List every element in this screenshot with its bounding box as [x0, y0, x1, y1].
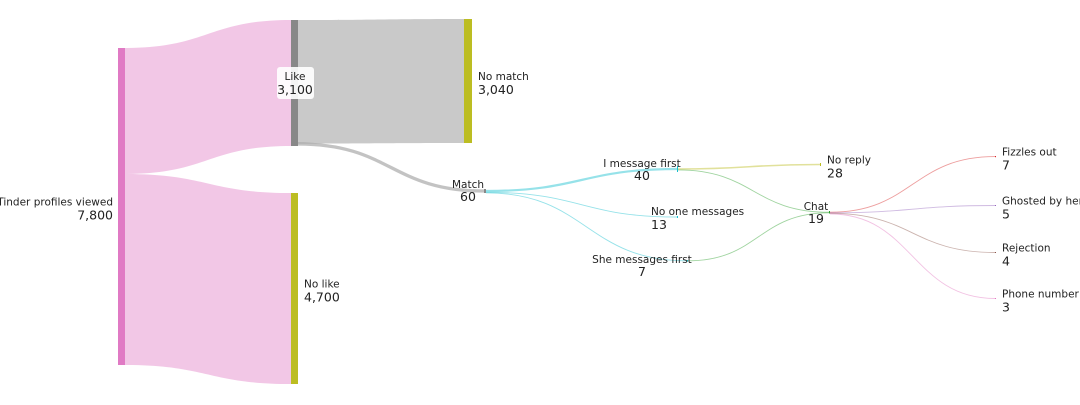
node-name-fizzles: Fizzles out [1002, 147, 1057, 159]
node-name-match: Match [452, 179, 484, 191]
node-noreply[interactable] [820, 163, 821, 166]
node-nomatch[interactable] [464, 19, 472, 143]
node-value-nomatch: 3,040 [478, 82, 514, 97]
node-value-nolike: 4,700 [304, 290, 340, 305]
node-name-shefirst: She messages first [592, 254, 692, 266]
link-match-shefirst [485, 192, 688, 262]
link-chat-ghosted [829, 205, 996, 214]
link-chat-phone [829, 213, 996, 299]
node-rejection[interactable] [995, 252, 996, 253]
node-value-ghosted: 5 [1002, 207, 1010, 222]
link-shefirst-chat [687, 212, 830, 262]
node-name-phone: Phone number [1002, 289, 1080, 301]
node-value-like: 3,100 [277, 82, 313, 97]
link-match-noone [485, 191, 678, 218]
node-value-noreply: 28 [827, 166, 843, 181]
node-noone[interactable] [677, 216, 678, 218]
sankey-links [125, 19, 996, 384]
link-viewed-like [125, 20, 291, 174]
node-name-noone: No one messages [651, 206, 744, 218]
link-like-nomatch [298, 19, 464, 144]
node-name-like: Like [285, 71, 306, 83]
node-ifirst[interactable] [677, 166, 678, 172]
node-phone[interactable] [995, 298, 996, 299]
node-value-ifirst: 40 [634, 168, 650, 183]
node-chat[interactable] [829, 211, 830, 214]
like-label-box [277, 67, 314, 99]
node-value-match: 60 [460, 189, 476, 204]
link-like-match [297, 142, 485, 193]
link-ifirst-chat [677, 169, 830, 213]
node-shefirst[interactable] [687, 260, 688, 262]
link-chat-fizzles [829, 156, 996, 213]
node-name-nolike: No like [304, 279, 340, 291]
node-ghosted[interactable] [995, 205, 996, 206]
node-match[interactable] [484, 189, 486, 193]
node-value-chat: 19 [808, 211, 824, 226]
node-nolike[interactable] [291, 193, 298, 384]
node-value-fizzles: 7 [1002, 158, 1010, 173]
node-value-shefirst: 7 [638, 264, 646, 279]
node-name-rejection: Rejection [1002, 243, 1051, 255]
node-name-ghosted: Ghosted by her [1002, 196, 1080, 208]
node-name-chat: Chat [804, 201, 829, 213]
node-name-viewed: Tinder profiles viewed [0, 197, 113, 209]
node-name-nomatch: No match [478, 71, 529, 83]
link-ifirst-noreply [677, 163, 821, 170]
node-fizzles[interactable] [995, 156, 996, 158]
node-name-noreply: No reply [827, 155, 871, 167]
node-viewed[interactable] [118, 48, 125, 365]
node-value-rejection: 4 [1002, 254, 1010, 269]
link-viewed-nolike [125, 173, 291, 384]
link-match-ifirst [485, 167, 678, 193]
node-name-ifirst: I message first [603, 158, 680, 170]
link-chat-rejection [829, 212, 996, 253]
node-value-viewed: 7,800 [77, 208, 113, 223]
node-value-phone: 3 [1002, 300, 1010, 315]
node-value-noone: 13 [651, 217, 667, 232]
